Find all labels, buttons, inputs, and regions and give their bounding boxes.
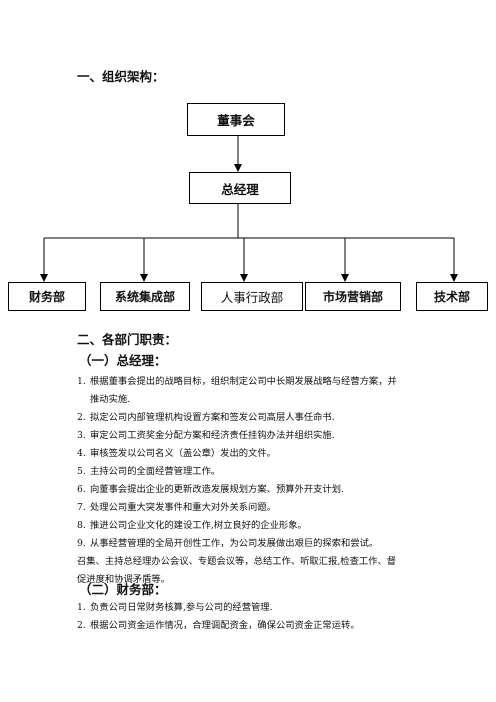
- section-title-org-structure: 一、组织架构：: [77, 69, 165, 84]
- org-box-marketing: 市场营销部: [305, 282, 401, 311]
- org-box-system-integration: 系统集成部: [100, 282, 190, 311]
- org-box-general-manager: 总经理: [189, 172, 291, 204]
- org-box-technology: 技术部: [416, 282, 488, 311]
- gm-paragraph-line: 召集、主持总经理办公会议、专题会议等，总结工作、听取汇报,检查工作、督: [77, 556, 397, 567]
- org-box-finance: 财务部: [8, 282, 86, 311]
- list-item: 1.根据董事会提出的战略目标，组织制定公司中长期发展战略与经营方案，并: [77, 376, 397, 387]
- org-box-board: 董事会: [187, 103, 285, 136]
- list-item: 4.审核签发以公司名义（盖公章）发出的文件。: [77, 448, 276, 459]
- section-title-responsibilities: 二、各部门职责：: [77, 332, 178, 347]
- list-item: 2.根据公司资金运作情况，合理调配资金，确保公司资金正常运转。: [77, 620, 360, 631]
- list-item: 3.审定公司工资奖金分配方案和经济责任挂钩办法并组织实施.: [77, 430, 335, 441]
- list-item-continuation: 推动实施.: [90, 394, 131, 405]
- list-item: 9.从事经营管理的全局开创性工作，为公司发展做出艰巨的探索和尝试。: [77, 538, 379, 549]
- list-item: 1.负责公司日常财务核算,参与公司的经营管理.: [77, 602, 273, 613]
- finance-duties-list: 1.负责公司日常财务核算,参与公司的经营管理. 2.根据公司资金运作情况，合理调…: [77, 599, 437, 635]
- subsection-title-gm: （一）总经理：: [79, 353, 167, 368]
- list-item: 7.处理公司重大突发事件和重大对外关系问题。: [77, 502, 276, 513]
- list-item: 5.主持公司的全面经营管理工作。: [77, 466, 221, 477]
- gm-paragraph-line: 促进度和协调矛盾等。: [77, 574, 170, 585]
- org-box-hr-admin: 人事行政部: [201, 282, 303, 311]
- list-item: 2.拟定公司内部管理机构设置方案和签发公司高层人事任命书.: [77, 412, 335, 423]
- subsection-title-finance: （二）财务部：: [79, 582, 167, 597]
- gm-duties-list: 1.根据董事会提出的战略目标，组织制定公司中长期发展战略与经营方案，并 推动实施…: [77, 373, 437, 589]
- list-item: 8.推进公司企业文化的建设工作,树立良好的企业形象。: [77, 520, 307, 531]
- list-item: 6.向董事会提出企业的更新改造发展规划方案、预算外开支计划.: [77, 484, 344, 495]
